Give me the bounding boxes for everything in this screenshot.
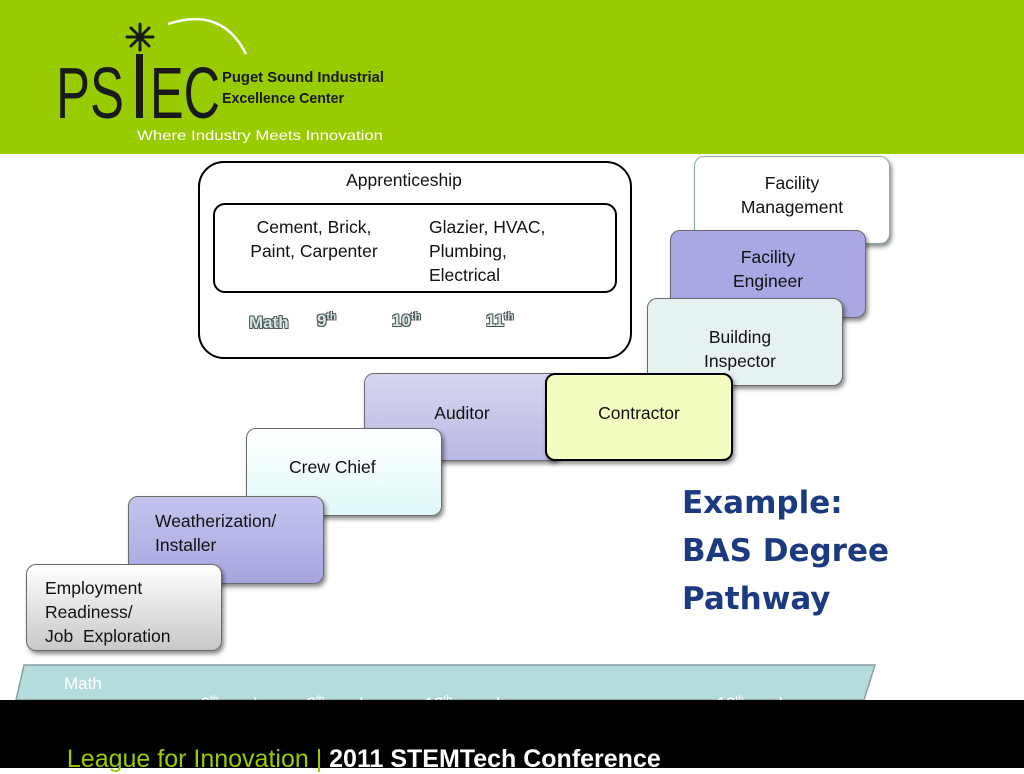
- facility-engineer-line: Engineer: [732, 271, 804, 291]
- grade-suffix: th: [410, 311, 421, 323]
- top-bar-grade-9: 9th: [317, 311, 336, 331]
- top-bar-grade-11: 11th: [486, 311, 514, 331]
- bottom-bar-math-label: Math: [64, 674, 102, 693]
- trades-left-line: Cement, Brick,: [256, 217, 372, 237]
- footer-conference: 2011 STEMTech Conference: [329, 745, 661, 773]
- trades-right-line: Electrical: [429, 265, 500, 285]
- facility-management-box: Facility Management: [694, 156, 890, 244]
- grade-suffix: th: [326, 311, 337, 323]
- example-heading: Example: BAS Degree Pathway: [682, 479, 942, 623]
- facility-engineer-line: Facility: [740, 247, 796, 267]
- footer-org: League for Innovation |: [66, 745, 330, 773]
- top-bar-grade-10: 10th: [392, 311, 421, 331]
- building-inspector-line: Inspector: [704, 351, 776, 371]
- building-inspector-box: Building Inspector: [647, 298, 843, 386]
- employment-readiness-box: Employment Readiness/ Job Exploration: [26, 564, 222, 651]
- trades-right-line: Plumbing,: [429, 241, 507, 261]
- example-line: Pathway: [682, 581, 831, 617]
- header-banner: PS EC Puget Sound Industrial Excellence …: [0, 0, 1024, 154]
- trades-right-line: Glazier, HVAC,: [429, 217, 546, 237]
- trades-right-text: Glazier, HVAC, Plumbing, Electrical: [429, 215, 599, 287]
- grade-suffix: th: [210, 694, 219, 705]
- weatherization-line: Weatherization/: [155, 511, 277, 531]
- employment-line: Readiness/: [45, 602, 133, 622]
- auditor-label: Auditor: [434, 403, 490, 423]
- apprenticeship-title: Apprenticeship: [346, 170, 462, 190]
- logo-letters-left: PS: [56, 54, 124, 134]
- example-line: Example:: [682, 485, 843, 521]
- contractor-box: Contractor: [545, 373, 733, 461]
- contractor-label: Contractor: [598, 403, 680, 423]
- trades-left-text: Cement, Brick, Paint, Carpenter: [236, 215, 392, 263]
- grade-suffix: th: [443, 694, 452, 705]
- employment-line: Employment: [45, 578, 143, 598]
- crew-chief-label: Crew Chief: [289, 457, 376, 477]
- grade-suffix: th: [316, 694, 325, 705]
- facility-management-line: Management: [740, 197, 844, 217]
- logo-letters-right: EC: [150, 54, 220, 134]
- grade-suffix: th: [735, 694, 744, 705]
- top-bar-math-label: Math: [249, 313, 289, 332]
- trades-box: [213, 203, 617, 293]
- footer-text: League for Innovation | 2011 STEMTech Co…: [53, 716, 661, 774]
- facility-management-line: Facility: [764, 173, 820, 193]
- psiec-logo: PS EC Puget Sound Industrial Excellence …: [56, 17, 384, 143]
- example-line: BAS Degree: [682, 533, 890, 569]
- weatherization-line: Installer: [155, 535, 217, 555]
- building-inspector-line: Building: [708, 327, 772, 347]
- grade-number: 10: [392, 311, 411, 330]
- org-name-line2: Excellence Center: [222, 90, 344, 107]
- grade-suffix: th: [503, 311, 514, 323]
- spark-icon: [125, 22, 155, 52]
- logo-letter-i: [136, 54, 143, 118]
- org-name-line1: Puget Sound Industrial: [222, 69, 384, 86]
- trades-left-line: Paint, Carpenter: [250, 241, 378, 261]
- tagline: Where Industry Meets Innovation: [137, 127, 383, 143]
- employment-line: Job Exploration: [45, 626, 171, 646]
- grade-number: 9: [317, 311, 327, 330]
- footer-bar: [0, 700, 1024, 768]
- grade-number: 11: [486, 311, 504, 330]
